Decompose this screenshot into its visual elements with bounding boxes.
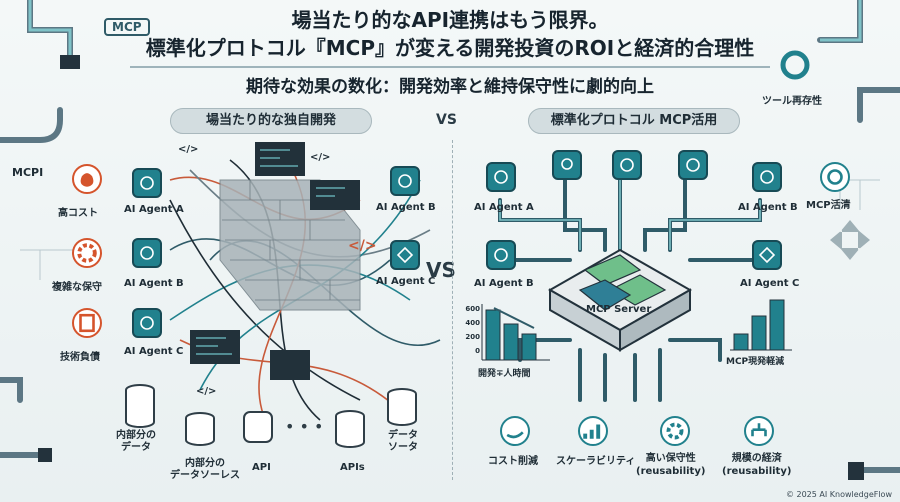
- mcp-head-icon: [552, 150, 582, 180]
- mcp-reduction-bars: [730, 299, 792, 351]
- y-axis-ticks: 600 400 200 0: [460, 302, 480, 358]
- left-agent-a-label: AI Agent A: [124, 204, 184, 215]
- data-source-icons: • • •: [125, 384, 417, 448]
- benefit-label-4: 規模の経済 (reusability): [722, 453, 792, 477]
- source-label-1: 内部分の データ: [116, 430, 156, 453]
- mcp-agent-b-top-icon: [752, 162, 782, 192]
- dev-hours-bars: [481, 304, 550, 361]
- y-tick-200: 200: [465, 333, 480, 341]
- source-label-2: 内部分の データソーレス: [170, 458, 240, 481]
- right-side-agent-b-icon: [390, 166, 420, 196]
- mcp-agent-b-icon: [486, 240, 516, 270]
- economies-scale-icon: [744, 416, 774, 446]
- title-divider: [130, 66, 770, 68]
- title-line-1: 場当たり的なAPI連携はもう限界。: [291, 8, 609, 32]
- vs-middle-label: VS: [426, 258, 456, 282]
- source-label-3: API: [252, 462, 271, 473]
- left-agent-c-label: AI Agent C: [124, 346, 184, 357]
- source-label-4: APIs: [340, 462, 365, 473]
- left-agent-b2-label: AI Agent B: [376, 202, 436, 213]
- left-agent-c2-label: AI Agent C: [376, 276, 436, 287]
- cost-label-1: 高コスト: [58, 208, 98, 219]
- footer-copyright: © 2025 AI KnowledgeFlow: [785, 490, 892, 499]
- cost-reduction-icon: [500, 416, 530, 446]
- mcp-server-label: MCP Server: [586, 304, 652, 315]
- money-bag-icon: [72, 164, 102, 194]
- title-line-2: 標準化プロトコル『MCP』が変える開発投資のROIと経済的合理性: [145, 36, 755, 60]
- y-tick-400: 400: [465, 319, 480, 327]
- y-tick-0: 0: [475, 347, 480, 355]
- agent-c-icon: [132, 308, 162, 338]
- mcp-usage-label: MCP活清: [806, 200, 851, 211]
- tool-label: ツール再存性: [762, 96, 822, 107]
- gear-icon: [72, 238, 102, 268]
- code-tag-2: </>: [310, 152, 331, 163]
- mcp-usage-icon: [820, 162, 850, 192]
- mcp-tag: MCP: [104, 18, 150, 36]
- code-tag-3: </>: [196, 386, 217, 397]
- benefit-label-2: スケーラビリティ: [556, 456, 636, 467]
- mcp-agent-a-icon: [486, 162, 516, 192]
- right-panel-header: 標準化プロトコル MCP活用: [528, 108, 740, 134]
- mcp-agent-b-label: AI Agent B: [474, 278, 534, 289]
- mcp-hub-diagram: [498, 168, 762, 402]
- mcp-agent-a-label: AI Agent A: [474, 202, 534, 213]
- cost-label-3: 技術負債: [60, 352, 100, 363]
- source-label-5: データ ソータ: [388, 430, 418, 453]
- clipboard-icon: [72, 308, 102, 338]
- mcp-agent-b-top-label: AI Agent B: [738, 202, 798, 213]
- dev-hours-label: 開発∓人時間: [478, 369, 531, 379]
- agent-b-icon: [132, 238, 162, 268]
- mcp-agent-c-icon: [752, 240, 782, 270]
- mcp-agent-c-label: AI Agent C: [740, 278, 800, 289]
- benefit-label-1: コスト削減: [488, 456, 538, 467]
- tangled-wires: [169, 142, 441, 431]
- left-agent-b-label: AI Agent B: [124, 278, 184, 289]
- agent-a-icon: [132, 168, 162, 198]
- panel-divider: [452, 140, 453, 480]
- maintenance-icon: [660, 416, 690, 446]
- benefit-label-3: 高い保守性 (reusability): [636, 453, 706, 477]
- code-tag-1: </>: [178, 144, 199, 155]
- right-side-agent-c-icon: [390, 240, 420, 270]
- vs-top-label: VS: [436, 112, 457, 128]
- subtitle: 期待な効果の数化：開発効率と維持保守性に劇的向上: [246, 77, 654, 97]
- left-panel-header: 場当たり的な独自開発: [170, 108, 372, 134]
- mcp-agent-2-icon: [612, 150, 642, 180]
- page-title: 場当たり的なAPI連携はもう限界。 標準化プロトコル『MCP』が変える開発投資の…: [120, 6, 780, 62]
- mcp-plug-label: MCPI: [12, 166, 44, 179]
- svg-text:• • •: • • •: [285, 417, 323, 436]
- mcp-reduction-label: MCP現発軽減: [726, 357, 785, 367]
- error-tag: </>: [348, 238, 377, 254]
- y-tick-600: 600: [465, 305, 480, 313]
- scalability-icon: [578, 416, 608, 446]
- cost-label-2: 複雑な保守: [52, 282, 102, 293]
- mcp-agent-3-icon: [678, 150, 708, 180]
